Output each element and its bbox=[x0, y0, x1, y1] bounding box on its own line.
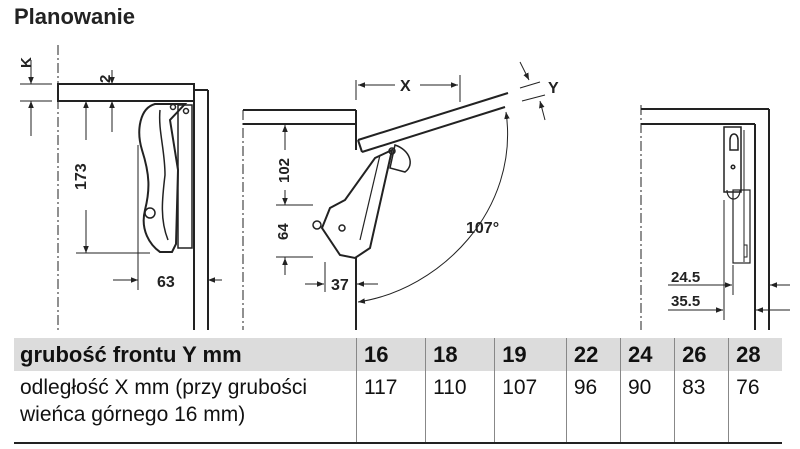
label-y: Y bbox=[548, 80, 559, 97]
row-label-line2: wieńca górnego 16 mm) bbox=[20, 403, 246, 426]
distance-cell: 90 bbox=[619, 371, 675, 443]
row-label: odległość X mm (przy grubości wieńca górn… bbox=[14, 371, 357, 443]
distance-cell: 107 bbox=[494, 371, 567, 443]
label-63: 63 bbox=[157, 274, 175, 291]
diagram-middle-open-flap bbox=[242, 61, 546, 330]
thickness-cell: 16 bbox=[355, 338, 426, 371]
label-x: X bbox=[400, 78, 411, 95]
distance-cell: 110 bbox=[425, 371, 495, 443]
specification-table: grubość frontu Y mm 16 18 19 22 24 26 28… bbox=[14, 338, 782, 444]
distance-cell: 76 bbox=[728, 371, 782, 443]
thickness-cell: 18 bbox=[425, 338, 495, 371]
thickness-cell: 22 bbox=[565, 338, 621, 371]
table-header-row: grubość frontu Y mm 16 18 19 22 24 26 28 bbox=[14, 338, 782, 371]
table-row: odległość X mm (przy grubości wieńca górn… bbox=[14, 371, 782, 443]
diagram-middle-labels: X Y 102 64 37 107° bbox=[275, 78, 559, 294]
thickness-cell: 19 bbox=[494, 338, 567, 371]
diagram-left-labels: K 2 173 63 bbox=[18, 57, 175, 291]
label-24-5: 24.5 bbox=[671, 269, 700, 286]
label-64: 64 bbox=[275, 223, 292, 240]
diagram-left-closed-flap bbox=[20, 45, 222, 330]
distance-cell: 96 bbox=[565, 371, 621, 443]
label-107-degrees: 107° bbox=[466, 220, 499, 237]
technical-drawings: K 2 173 63 bbox=[18, 45, 790, 330]
thickness-cell: 26 bbox=[674, 338, 729, 371]
distance-cell: 117 bbox=[355, 371, 426, 443]
label-173: 173 bbox=[73, 163, 90, 190]
distance-cell: 83 bbox=[674, 371, 729, 443]
thickness-cell: 24 bbox=[619, 338, 675, 371]
label-35-5: 35.5 bbox=[671, 293, 700, 310]
label-102: 102 bbox=[276, 158, 293, 183]
label-37: 37 bbox=[331, 277, 349, 294]
diagram-right-labels: 24.5 35.5 bbox=[671, 269, 700, 310]
thickness-cell: 28 bbox=[728, 338, 782, 371]
label-k: K bbox=[18, 57, 35, 68]
row-header-label: grubość frontu Y mm bbox=[14, 338, 357, 371]
page-title: Planowanie bbox=[14, 4, 136, 29]
row-label-line1: odległość X mm (przy grubości bbox=[20, 376, 308, 399]
label-2: 2 bbox=[97, 75, 114, 83]
diagram-right-side-view bbox=[640, 105, 790, 330]
